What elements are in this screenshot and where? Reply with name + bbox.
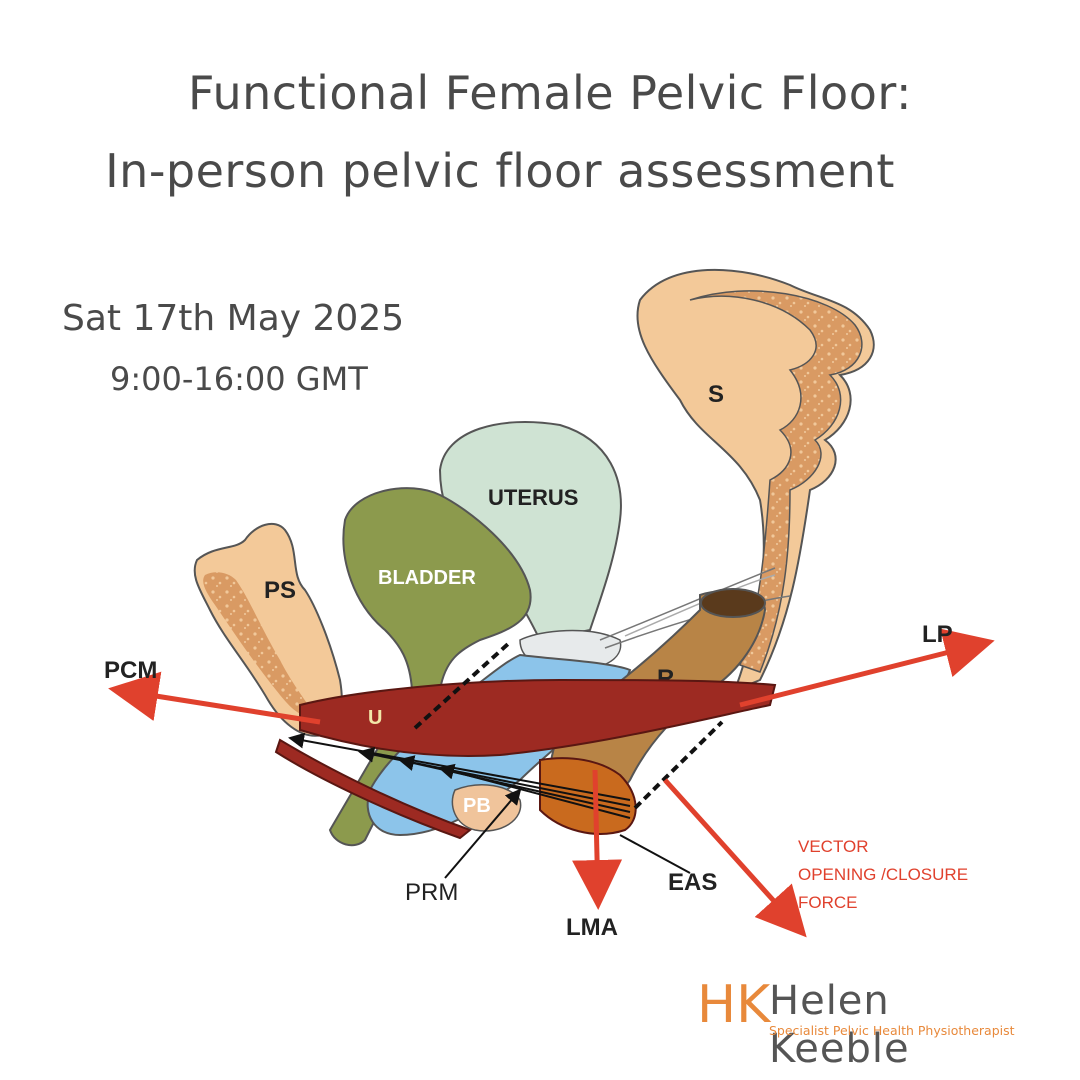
- ps-label: PS: [264, 577, 296, 604]
- u-label: U: [368, 707, 382, 729]
- vector-label-1: VECTOR: [798, 837, 869, 856]
- pb-label: PB: [463, 795, 491, 817]
- page-title: Functional Female Pelvic Floor:: [188, 66, 912, 120]
- sacrum-label: S: [708, 381, 724, 408]
- bladder-label: BLADDER: [378, 567, 476, 589]
- pelvic-floor-muscle: [274, 678, 777, 840]
- lma-arrow: [572, 769, 623, 910]
- uterus-label: UTERUS: [488, 485, 578, 510]
- brand-name: Helen Keeble: [769, 978, 910, 1072]
- brand-tagline: Specialist Pelvic Health Physiotherapist: [769, 1023, 1015, 1038]
- vector-arrow: [663, 778, 807, 938]
- event-date: Sat 17th May 2025: [62, 298, 405, 339]
- sacrum-bone: [636, 268, 875, 692]
- eas-pointer: [619, 834, 691, 874]
- lp-label: LP: [922, 621, 953, 648]
- prm-pointer: [444, 788, 522, 879]
- lp-arrow: [739, 628, 995, 708]
- eas-label: EAS: [668, 869, 717, 896]
- vector-label-3: FORCE: [798, 893, 858, 912]
- page-subtitle: In-person pelvic floor assessment: [105, 144, 895, 198]
- force-vectors: [108, 628, 995, 938]
- lma-label: LMA: [566, 914, 618, 941]
- pcm-label: PCM: [104, 657, 157, 684]
- dashed-line-posterior: [633, 720, 724, 810]
- brand-logo: HK Helen Keeble Specialist Pelvic Health…: [697, 975, 1037, 1072]
- prm-label: PRM: [405, 879, 458, 906]
- pubic-symphysis-bone: [193, 522, 343, 737]
- event-time: 9:00-16:00 GMT: [110, 360, 368, 398]
- dashed-line-anterior: [413, 642, 510, 730]
- brand-monogram: HK: [697, 975, 771, 1035]
- vector-label-2: OPENING /CLOSURE: [798, 865, 968, 884]
- pcm-arrow: [108, 671, 321, 725]
